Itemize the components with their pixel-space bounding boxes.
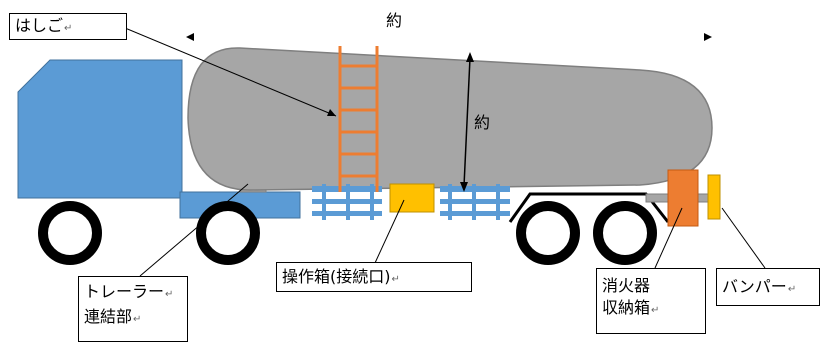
leader-ladder-arrowhead <box>327 109 336 116</box>
length-arrow-left <box>186 33 194 41</box>
leader-extinguisher <box>654 207 683 269</box>
callout-coupling: トレーラー↵ 連結部↵ <box>78 276 188 342</box>
callout-control-box-text: 操作箱(接続口) <box>282 267 391 286</box>
paragraph-mark: ↵ <box>64 23 73 34</box>
leader-ladder <box>124 27 337 117</box>
rear-suspension <box>508 192 670 223</box>
ladder-shape <box>338 46 379 192</box>
wheel-trailer-2 <box>593 201 657 265</box>
tank-body <box>187 47 713 191</box>
leader-bumper <box>721 207 766 269</box>
wheels <box>38 201 657 265</box>
height-dimension-label: 約 <box>474 113 491 132</box>
paragraph-mark: ↵ <box>651 305 660 316</box>
callout-extinguisher-text-1: 消火器 <box>602 276 651 295</box>
wheel-trailer-1 <box>516 201 580 265</box>
length-arrow-right <box>704 33 712 41</box>
wheel-drive <box>196 201 260 265</box>
callout-bumper: バンパー↵ <box>716 268 820 306</box>
callout-extinguisher-text-2: 収納箱 <box>602 298 651 317</box>
callout-coupling-text-1: トレーラー <box>84 282 165 301</box>
callout-control-box: 操作箱(接続口)↵ <box>276 262 472 292</box>
length-dimension-label: 約 <box>386 11 403 30</box>
tractor-cab <box>17 59 183 199</box>
blue-frame-rails <box>312 184 510 220</box>
paragraph-mark: ↵ <box>391 274 400 285</box>
leader-coupling <box>139 183 249 277</box>
paragraph-mark: ↵ <box>165 289 174 300</box>
bumper-shape <box>707 174 721 220</box>
extinguisher-box-shape <box>667 169 699 227</box>
callout-ladder-text: はしご <box>15 16 64 35</box>
wheel-front <box>38 201 102 265</box>
callout-bumper-text: バンパー <box>722 277 787 296</box>
callout-coupling-text-2: 連結部 <box>84 307 133 326</box>
control-box-shape <box>389 183 435 213</box>
height-dimension-arrow <box>460 52 474 192</box>
leader-lines <box>124 27 766 277</box>
callout-ladder: はしご↵ <box>9 13 127 40</box>
callout-extinguisher: 消火器 収納箱↵ <box>596 268 706 334</box>
leader-control-box <box>374 199 405 264</box>
paragraph-mark: ↵ <box>133 314 142 325</box>
paragraph-mark: ↵ <box>787 284 797 295</box>
